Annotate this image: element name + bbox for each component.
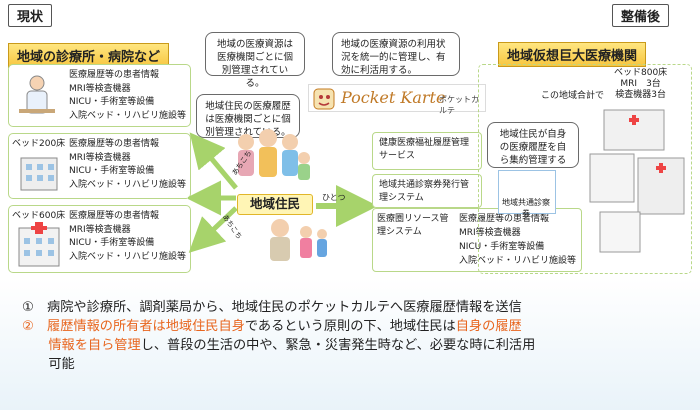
clinic2-item: MRI等検査機器 — [69, 152, 131, 163]
flow-arrows — [188, 132, 378, 253]
clinic2-beds: ベッド200床 — [12, 139, 66, 149]
footer-line-2-part: ② 履歴情報の所有者は地域住民自身 — [22, 319, 245, 334]
bubble-unified-management: 地域の医療資源の利用状況を統一的に管理し、有効に利活用する。 — [332, 32, 460, 76]
bubble-resources-individual: 地域の医療資源は医療機関ごとに個別管理されている。 — [205, 32, 305, 89]
hospital-cluster-illustration — [589, 109, 685, 253]
clinic2-item: 入院ベッド・リハビリ施設等 — [69, 179, 187, 190]
clinic3-item: NICU・手術室等設備 — [69, 238, 155, 248]
resource-management-system: 医療圏リソース管理システム 医療履歴等の患者情報 MRI等検査機器 NICU・手… — [372, 208, 582, 272]
stat-equipment: 検査機器3台 — [615, 90, 666, 100]
clinic3-beds: ベッド600床 — [12, 211, 66, 221]
footer-line-2-part: であるという原則の下、地域住民は — [244, 319, 456, 334]
clinic2-item: NICU・手術室等設備 — [69, 166, 155, 176]
current-status-label: 現状 — [8, 4, 53, 27]
clinic1-item: NICU・手術室等設備 — [69, 97, 155, 107]
resource-item: MRI等検査機器 — [459, 228, 521, 238]
large-hospital-icon — [18, 222, 60, 267]
clinic3-item: 入院ベッド・リハビリ施設等 — [69, 251, 187, 262]
resource-item: 入院ベッド・リハビリ施設等 — [459, 256, 577, 266]
combined-label: この地域合計で — [541, 91, 605, 101]
right-band-title: 地域仮想巨大医療機関 — [498, 42, 647, 67]
common-card-caption: 地域共通診察券 — [502, 198, 550, 218]
footer-line-2-part: 自身の履歴 — [455, 319, 522, 334]
resource-item: 医療履歴等の患者情報 — [459, 214, 550, 224]
footer-line-2: ② 履歴情報の所有者は地域住民自身であるという原則の下、地域住民は自身の履歴 — [22, 317, 692, 336]
pocket-karte-kana: ポケットカルテ — [439, 95, 479, 115]
bubble-history-individual: 地域住民の医療履歴は医療機関ごとに個別管理されている。 — [196, 94, 300, 138]
health-history-service: 健康医療福祉履歴管理サービス — [372, 132, 482, 170]
resource-system-title: 医療圏リソース管理システム — [377, 214, 449, 237]
doctor-icon — [19, 75, 55, 114]
footer-line-3: 情報を自ら管理し、普段の生活の中や、緊急・災害発生時など、必要な時に利活用 — [22, 336, 692, 355]
footer-line-3-part: 情報を自ら管理 — [22, 338, 141, 353]
common-card-system: 地域共通診察券発行管理システム — [372, 174, 482, 208]
combined-stats: ベッド800床 MRI 3台 検査機器3台 — [614, 68, 667, 101]
clinic3-item: MRI等検査機器 — [69, 224, 131, 235]
footer-line-4: 可能 — [22, 357, 75, 372]
stat-beds: ベッド800床 — [614, 68, 668, 78]
arrow-label-hitotsu: ひとつ — [322, 193, 346, 202]
arrow-to-clinic3 — [188, 206, 238, 253]
after-status-label: 整備後 — [612, 4, 670, 27]
clinic-box-1: 医療履歴等の患者情報 MRI等検査機器 NICU・手術室等設備 入院ベッド・リハ… — [8, 64, 191, 127]
clinic1-item: MRI等検査機器 — [69, 83, 131, 94]
clinic2-item: 医療履歴等の患者情報 — [69, 139, 160, 149]
clinic1-item: 医療履歴等の患者情報 — [69, 70, 160, 80]
footer-notes: ① 病院や診療所、調剤薬局から、地域住民のポケットカルテへ医療履歴情報を送信 ②… — [22, 298, 692, 374]
pocket-karte-logo: Pocket Karte ポケットカルテ — [308, 84, 486, 115]
clinic3-item: 医療履歴等の患者情報 — [69, 211, 160, 221]
pocket-karte-text: Pocket Karte — [341, 88, 446, 107]
arrow-to-clinic1 — [189, 132, 238, 190]
bubble-self-manage: 地域住民が自身の医療履歴を自ら集約管理する — [487, 122, 579, 168]
resource-item: NICU・手術室等設備 — [459, 242, 545, 252]
residents-label: 地域住民 — [237, 194, 313, 215]
clinic1-item: 入院ベッド・リハビリ施設等 — [69, 110, 187, 121]
elderly-and-children-illustration — [270, 219, 327, 261]
common-card-illustration: 地域共通診察券 — [498, 170, 556, 218]
footer-line-3-part: し、普段の生活の中や、緊急・災害発生時など、必要な時に利活用 — [140, 338, 536, 353]
karte-card-icon — [313, 88, 335, 110]
hospital-building-icon — [20, 157, 58, 191]
footer-line-1: ① 病院や診療所、調剤薬局から、地域住民のポケットカルテへ医療履歴情報を送信 — [22, 300, 522, 315]
left-band-title: 地域の診療所・病院など — [8, 43, 170, 68]
stat-mri: MRI 3台 — [620, 79, 661, 89]
virtual-hospital-area — [478, 64, 692, 274]
family-illustration — [238, 129, 310, 180]
clinic-box-3: ベッド600床 医療履歴等の患者情報 MRI等検査機器 NICU・手術室等設備 … — [8, 205, 191, 273]
clinic-box-2: ベッド200床 医療履歴等の患者情報 MRI等検査機器 NICU・手術室等設備 … — [8, 133, 191, 199]
